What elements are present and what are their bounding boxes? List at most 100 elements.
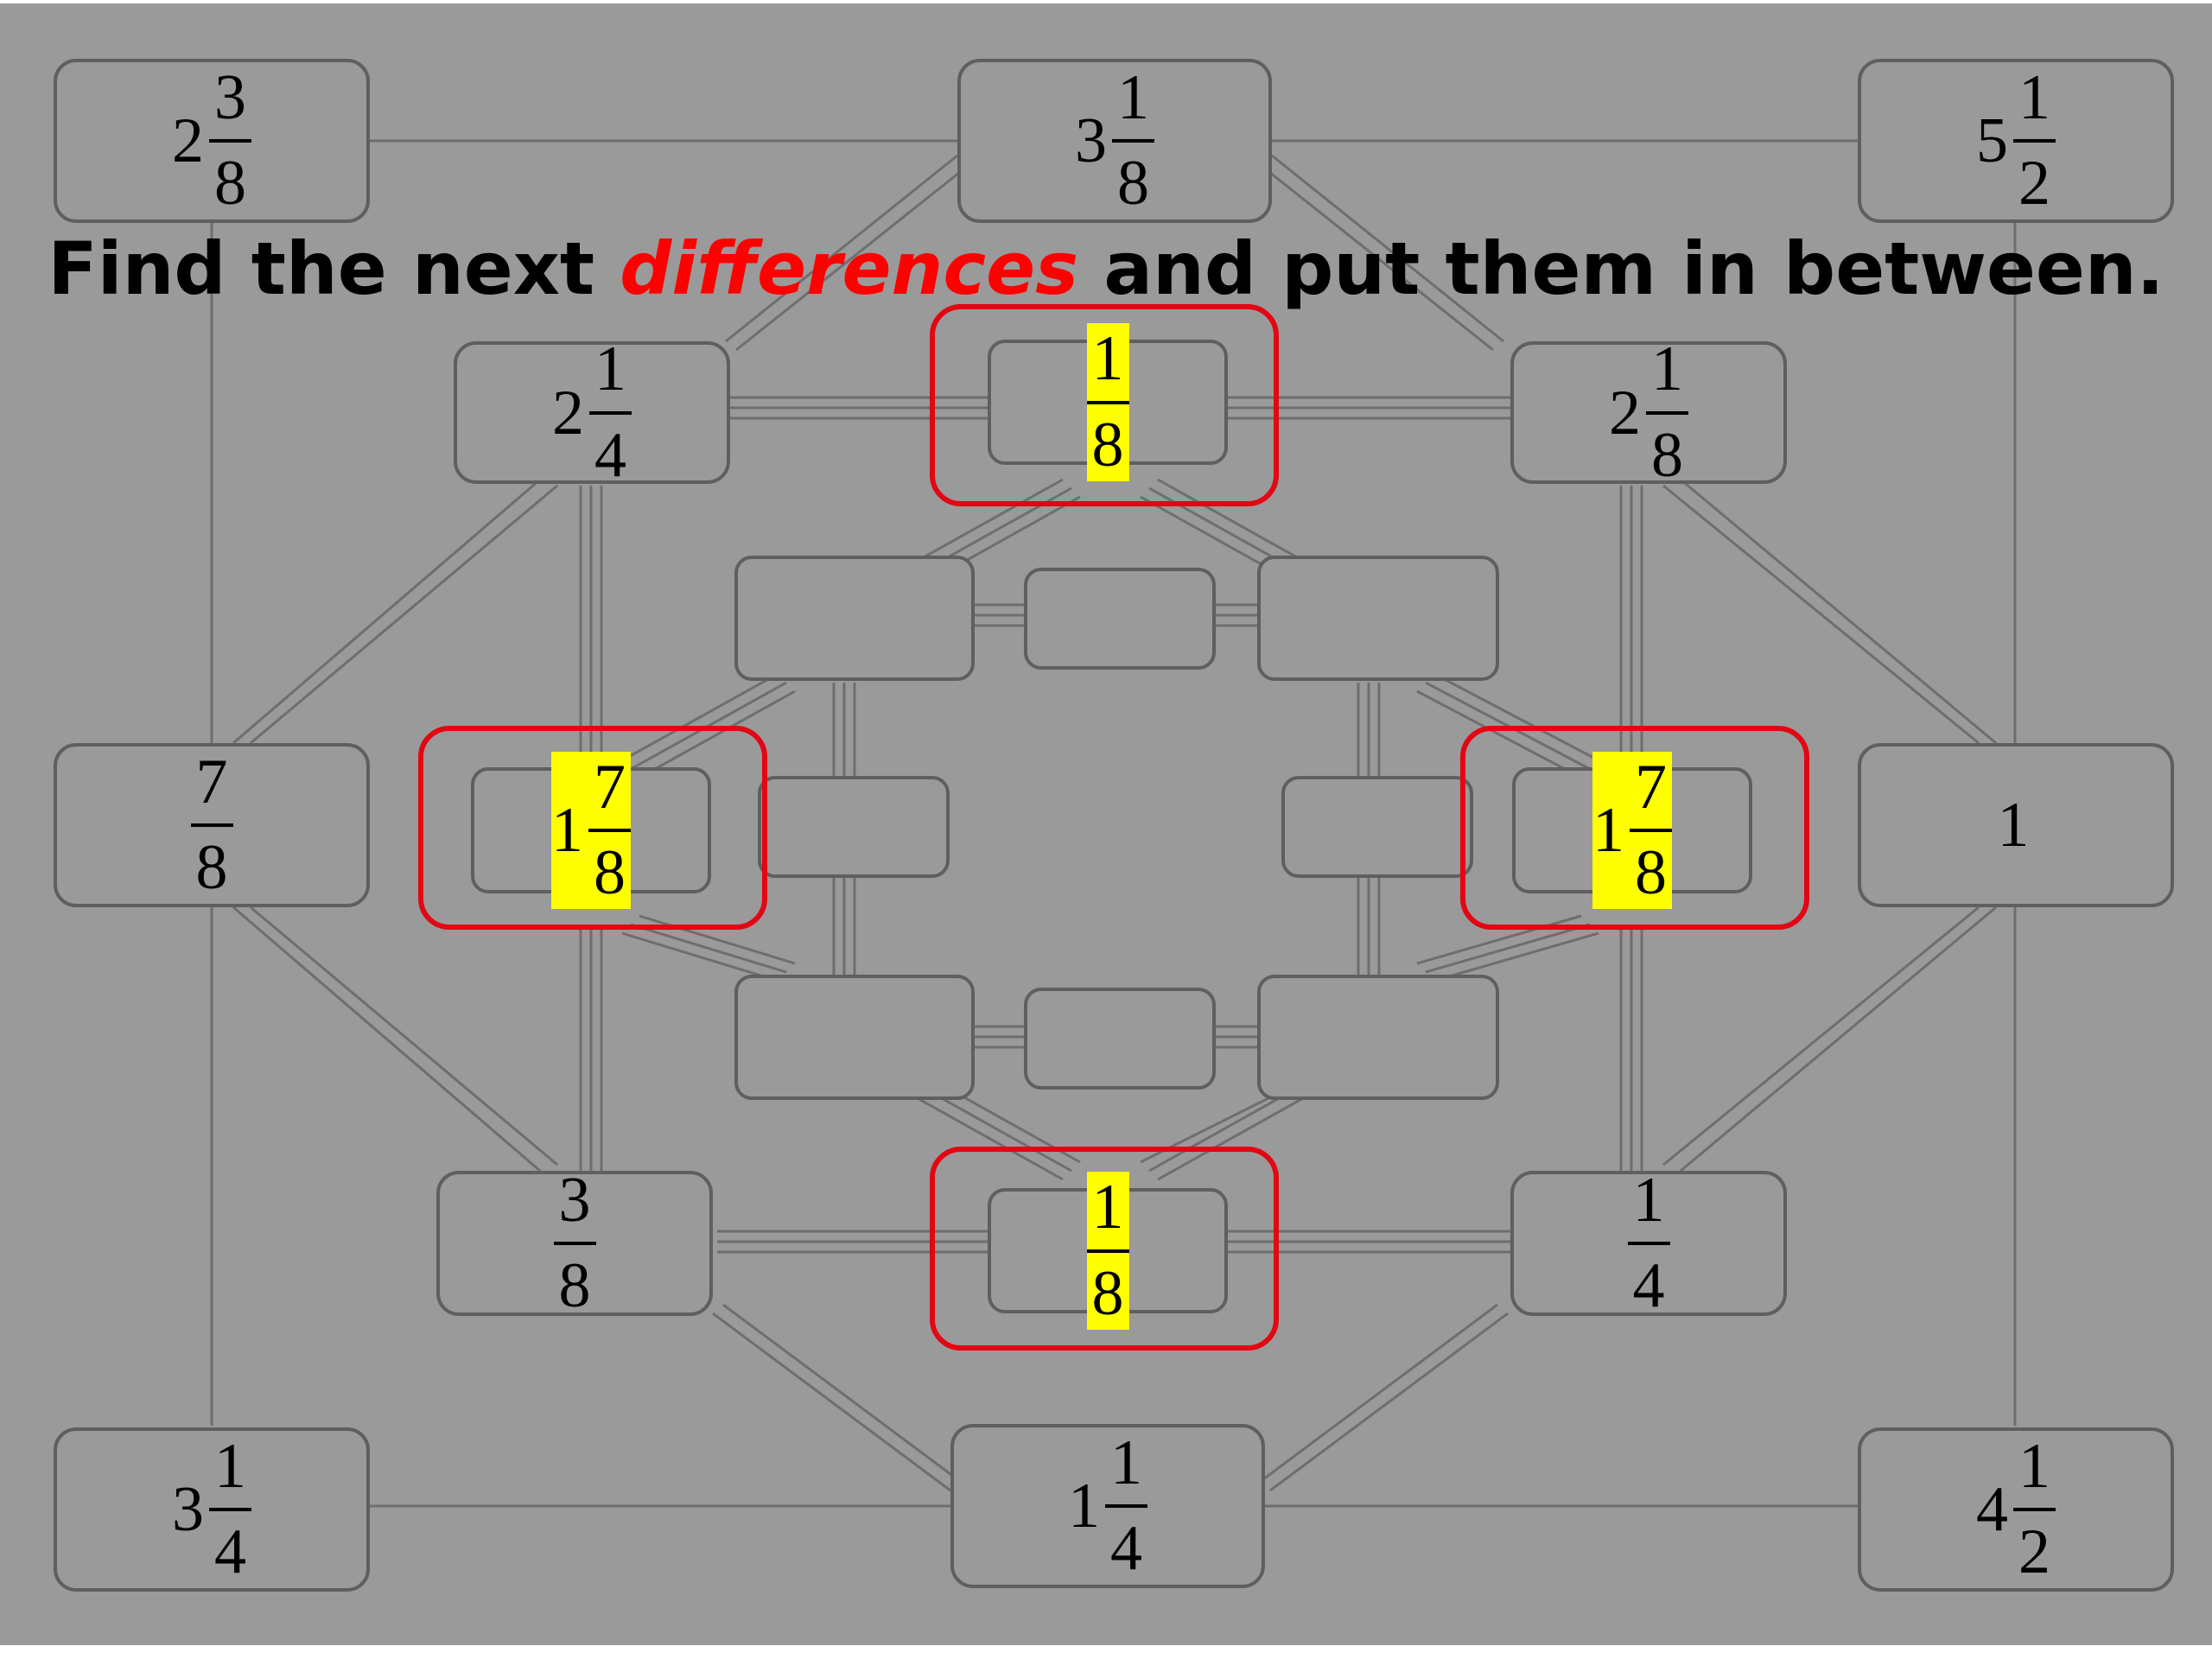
connector-line xyxy=(1259,1303,1498,1484)
highlight-frame-bottom xyxy=(930,1147,1279,1351)
denominator: 8 xyxy=(558,1250,591,1321)
fraction-bar xyxy=(190,823,233,827)
denominator: 8 xyxy=(1091,1257,1124,1329)
title-text-start: Find the next xyxy=(48,226,620,311)
connector-line xyxy=(1425,923,1591,974)
answer-box-empty[interactable] xyxy=(758,776,950,878)
answer-box-empty[interactable] xyxy=(1024,988,1216,1090)
denominator: 8 xyxy=(1117,148,1149,219)
numerator: 1 xyxy=(214,1430,246,1502)
connector-line xyxy=(1680,906,1997,1173)
connector-line xyxy=(1680,478,1997,745)
numerator: 1 xyxy=(1651,334,1683,405)
connector-line xyxy=(621,931,779,982)
whole-part: 2 xyxy=(172,105,204,176)
connector-line xyxy=(1416,914,1582,965)
connector-line xyxy=(712,1312,951,1492)
connector-line xyxy=(722,1303,962,1484)
connector-line xyxy=(735,164,969,352)
outer-box-bottom-left: 3 1 4 xyxy=(54,1427,370,1592)
numerator: 1 xyxy=(1110,1427,1142,1498)
connector-line xyxy=(1261,164,1494,352)
fraction-bar xyxy=(553,1242,596,1245)
fraction-bar xyxy=(209,139,251,143)
denominator: 8 xyxy=(1635,837,1667,908)
numerator: 1 xyxy=(1091,323,1124,395)
denominator: 8 xyxy=(195,832,228,903)
title-text-end: and put them in between. xyxy=(1078,226,2164,311)
connector-line xyxy=(1269,1312,1509,1492)
whole-part: 4 xyxy=(1976,1474,2008,1545)
connector-line xyxy=(232,906,541,1173)
fraction-bar xyxy=(1086,400,1129,404)
whole-part: 2 xyxy=(552,377,584,448)
connector-line xyxy=(250,484,558,745)
connector-line xyxy=(1662,906,1980,1166)
answer-box-empty[interactable] xyxy=(1281,776,1473,878)
numerator: 1 xyxy=(1117,61,1149,133)
connector-line xyxy=(639,690,796,779)
denominator: 8 xyxy=(1651,419,1683,491)
fraction-bar xyxy=(588,829,631,832)
whole-part: 1 xyxy=(1068,1471,1100,1541)
answer-box-empty[interactable] xyxy=(1257,556,1499,681)
numerator: 3 xyxy=(214,61,246,133)
answer-box-empty[interactable] xyxy=(734,556,975,681)
whole-part: 3 xyxy=(1075,105,1107,176)
answer-box-empty[interactable] xyxy=(1257,975,1499,1100)
connector-line xyxy=(1271,154,1504,343)
numerator: 1 xyxy=(594,334,626,405)
whole-part: 2 xyxy=(1609,377,1641,448)
fraction-bar xyxy=(2013,1508,2056,1511)
numerator: 7 xyxy=(1635,751,1667,823)
whole-part: 3 xyxy=(172,1474,204,1545)
connector-line xyxy=(250,906,558,1166)
numerator: 1 xyxy=(2018,61,2050,133)
fraction-bar xyxy=(1646,410,1688,415)
denominator: 4 xyxy=(214,1516,246,1587)
whole-part: 1 xyxy=(551,795,583,866)
whole-part: 5 xyxy=(1976,105,2008,176)
answer-box-empty[interactable] xyxy=(1024,568,1216,670)
numerator: 7 xyxy=(594,751,626,823)
fraction-bar xyxy=(2013,139,2056,143)
denominator: 2 xyxy=(2018,148,2050,219)
fraction-bar xyxy=(1627,1242,1670,1245)
connector-line xyxy=(1157,478,1306,563)
answer-box-empty[interactable] xyxy=(734,975,975,1100)
connector-line xyxy=(630,923,787,974)
numerator: 3 xyxy=(558,1164,591,1236)
connector-line xyxy=(1416,690,1582,779)
numerator: 1 xyxy=(1632,1164,1665,1236)
numerator: 1 xyxy=(1091,1172,1124,1243)
fraction-bar xyxy=(1112,139,1154,143)
